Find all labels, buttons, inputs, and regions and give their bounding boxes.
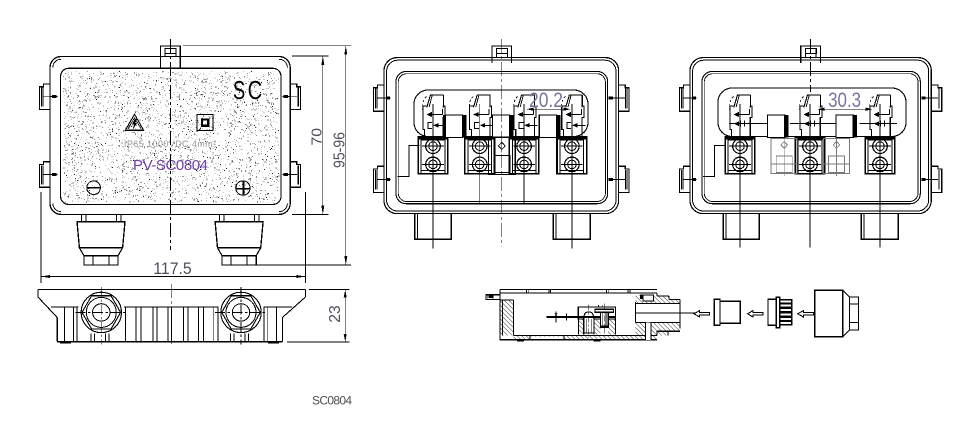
svg-text:C: C	[248, 77, 263, 105]
svg-text:20.2: 20.2	[529, 89, 563, 112]
svg-text:23: 23	[327, 305, 344, 323]
svg-text:117.5: 117.5	[153, 259, 192, 278]
svg-text:SC0804: SC0804	[312, 394, 352, 408]
svg-text:70: 70	[308, 128, 325, 146]
svg-text:30.3: 30.3	[828, 89, 861, 112]
svg-text:S: S	[233, 77, 245, 105]
svg-text:95-96: 95-96	[332, 132, 349, 168]
